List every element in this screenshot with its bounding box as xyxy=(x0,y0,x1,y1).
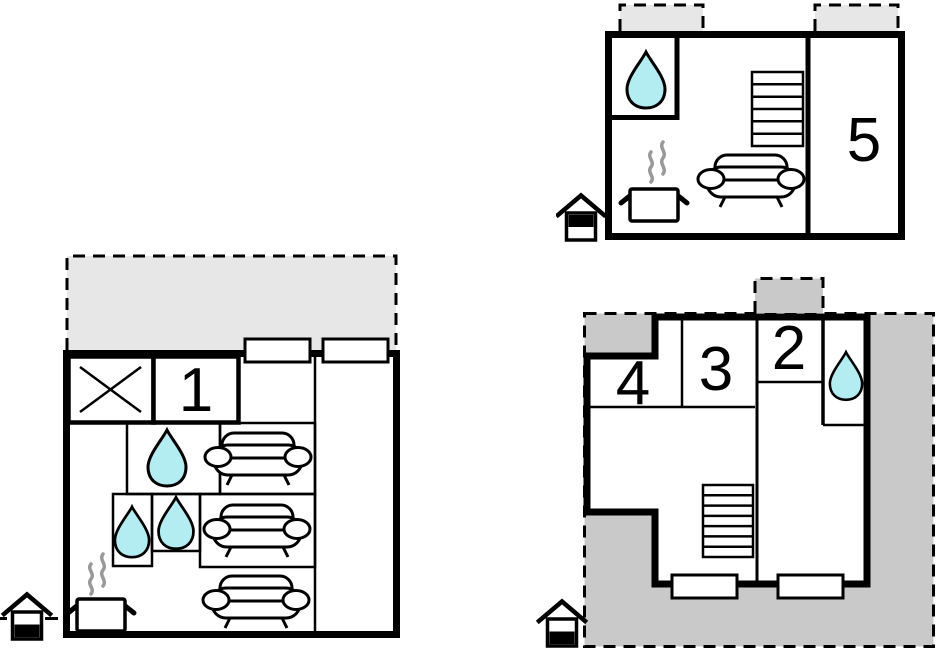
room-label-5: 5 xyxy=(847,106,881,175)
balcony-right xyxy=(813,3,900,31)
house-ground-floor-icon xyxy=(4,595,50,640)
cooking-pot-icon xyxy=(621,189,687,221)
room-label-1: 1 xyxy=(179,356,213,425)
window xyxy=(243,337,312,364)
stairs-icon xyxy=(750,70,805,148)
terrace xyxy=(65,254,398,350)
room-label-2: 2 xyxy=(772,314,806,383)
bathroom-wall xyxy=(608,38,680,120)
building-outline xyxy=(583,313,871,588)
x-mark-icon xyxy=(79,365,142,414)
window xyxy=(670,573,739,600)
terrace-protrusion xyxy=(753,277,825,313)
stairs-icon xyxy=(701,483,755,559)
window xyxy=(321,337,390,364)
upper-floor-plan: 5 xyxy=(556,3,905,248)
room-label-4: 4 xyxy=(616,349,650,418)
cooking-pot-icon xyxy=(68,599,134,631)
room-label-3: 3 xyxy=(699,335,733,404)
house-ground-floor-icon xyxy=(539,602,585,647)
balcony-left xyxy=(618,3,705,31)
window xyxy=(776,573,845,600)
bedroom-2 xyxy=(198,492,317,569)
ground-floor-right-plan: 4 3 2 xyxy=(536,277,935,652)
house-upper-floor-icon xyxy=(558,196,604,241)
ground-floor-left-plan: 1 xyxy=(0,254,400,652)
